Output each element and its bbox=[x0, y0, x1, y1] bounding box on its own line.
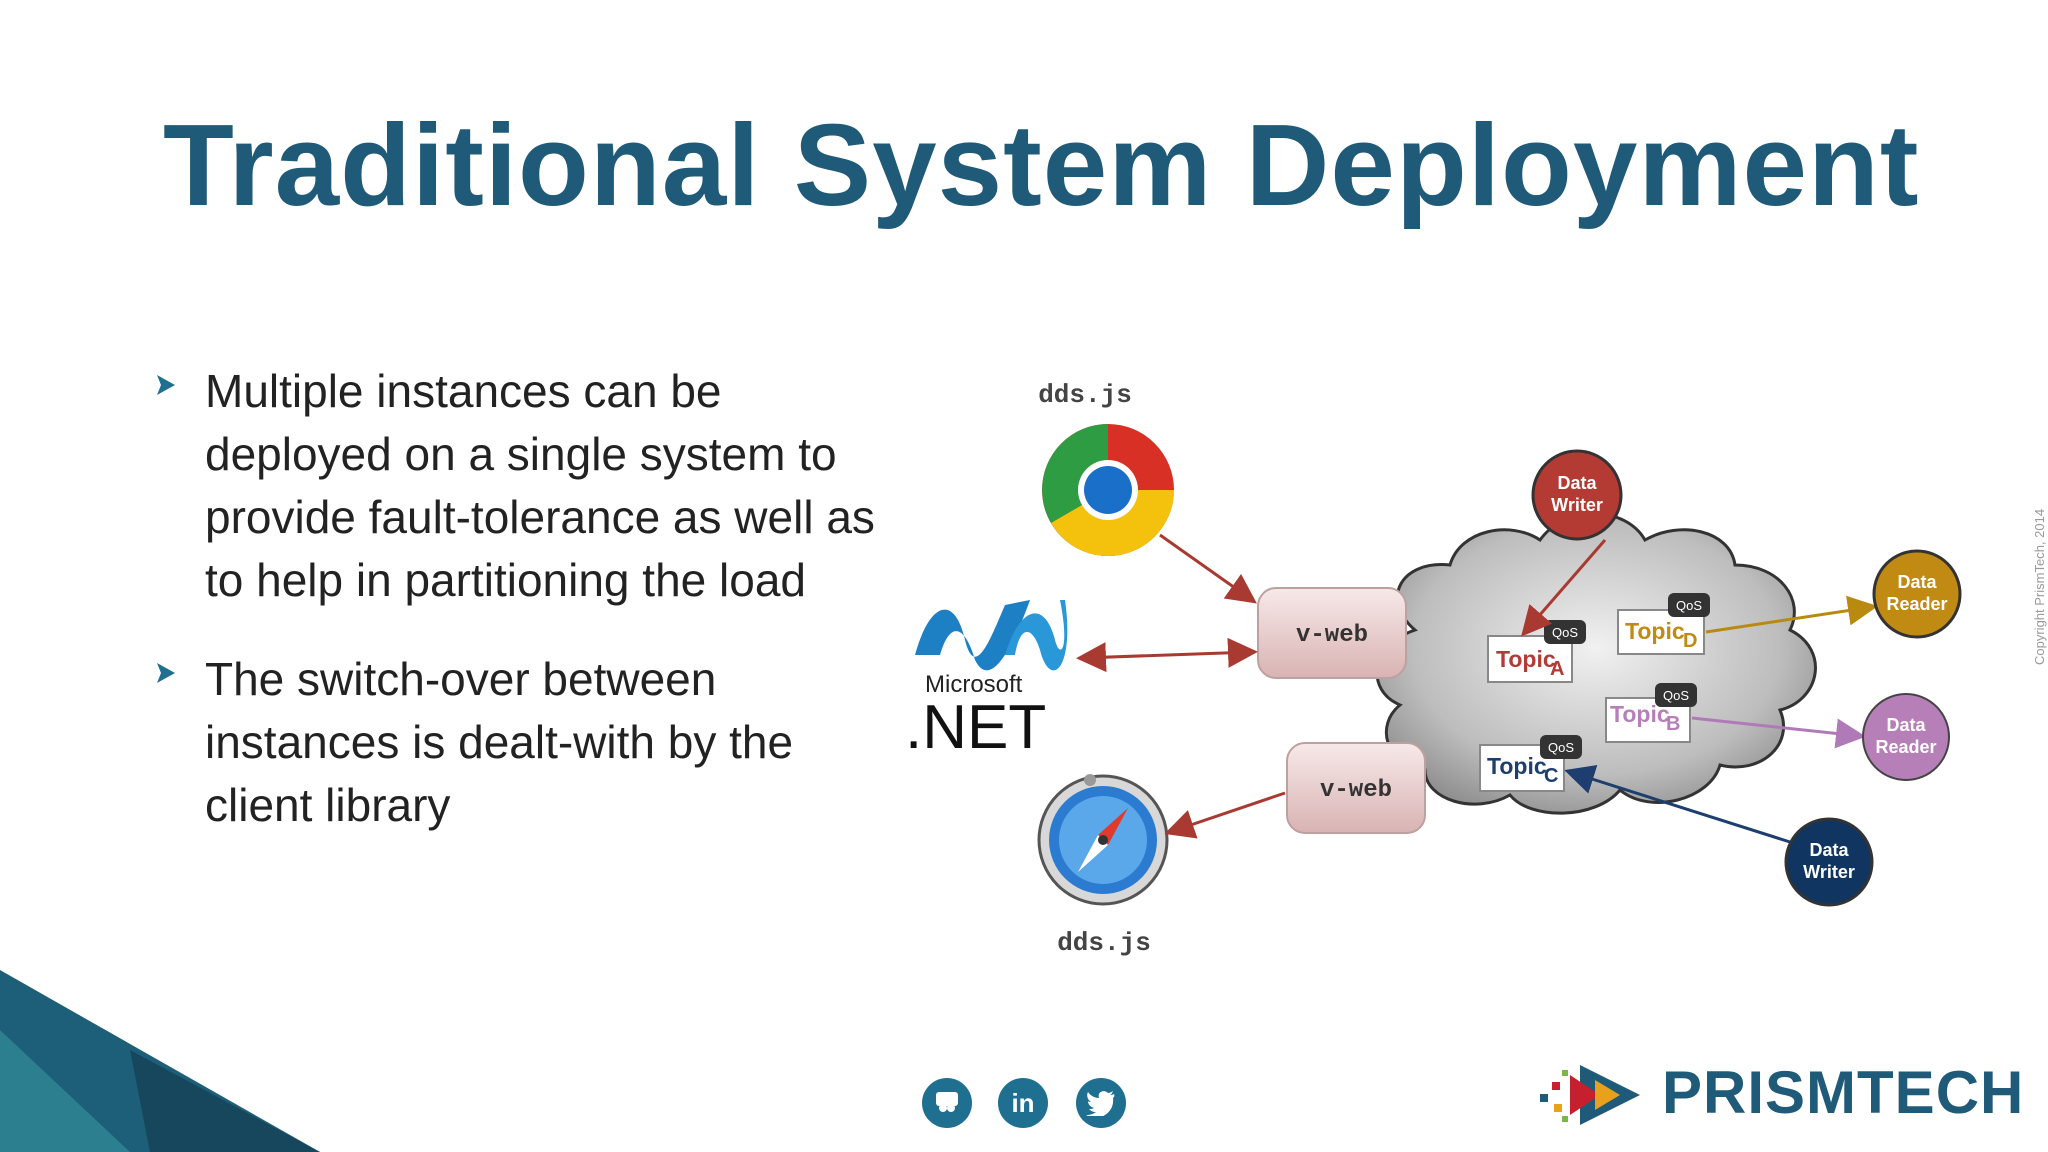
data-reader-mid: Data Reader bbox=[1862, 693, 1950, 781]
data-writer-top-line1: Data bbox=[1557, 473, 1597, 493]
data-writer-bottom-line1: Data bbox=[1809, 840, 1849, 860]
vweb-top-label: v-web bbox=[1296, 622, 1368, 649]
topic-b: Topic B QoS bbox=[1605, 683, 1697, 743]
dds-js-bottom-label: dds.js bbox=[1057, 928, 1151, 958]
data-reader-mid-line1: Data bbox=[1886, 715, 1926, 735]
data-reader-top-line2: Reader bbox=[1886, 594, 1947, 614]
data-reader-top-line1: Data bbox=[1897, 572, 1937, 592]
chevron-right-icon bbox=[157, 663, 175, 683]
topic-c-suffix: C bbox=[1544, 765, 1558, 787]
microsoft-label: Microsoft bbox=[925, 671, 1023, 698]
topic-d: Topic D QoS bbox=[1617, 593, 1710, 655]
topic-b-suffix: B bbox=[1666, 713, 1680, 735]
linkedin-icon[interactable]: in bbox=[998, 1078, 1048, 1128]
bullet-list: Multiple instances can be deployed on a … bbox=[155, 360, 875, 871]
topic-a-suffix: A bbox=[1550, 658, 1564, 680]
dds-js-top-label: dds.js bbox=[1038, 380, 1132, 410]
qos-badge: QoS bbox=[1676, 598, 1702, 613]
vweb-node-top: v-web bbox=[1257, 587, 1407, 679]
data-writer-top: Data Writer bbox=[1531, 449, 1623, 541]
data-reader-mid-line2: Reader bbox=[1875, 737, 1936, 757]
qos-badge: QoS bbox=[1552, 625, 1578, 640]
chrome-icon bbox=[1042, 424, 1174, 556]
arrow-topic-b-reader bbox=[1691, 716, 1866, 749]
arrow-vweb-safari bbox=[1164, 791, 1286, 839]
topic-c-label: Topic bbox=[1487, 753, 1547, 779]
vweb-bottom-label: v-web bbox=[1320, 777, 1392, 804]
slideshare-icon[interactable] bbox=[922, 1078, 972, 1128]
dotnet-logo: Microsoft .NET bbox=[905, 600, 1068, 762]
twitter-icon[interactable] bbox=[1076, 1078, 1126, 1128]
topic-a-label: Topic bbox=[1496, 646, 1556, 672]
data-writer-bottom: Data Writer bbox=[1784, 817, 1874, 907]
net-label: .NET bbox=[905, 693, 1046, 762]
copyright-notice: Copyright PrismTech, 2014 bbox=[2032, 508, 2047, 665]
topic-c: Topic C QoS bbox=[1479, 735, 1582, 792]
arrow-dotnet-vweb bbox=[1076, 637, 1258, 673]
twitter-glyph bbox=[1086, 1091, 1115, 1116]
data-writer-top-line2: Writer bbox=[1551, 495, 1603, 515]
topic-d-label: Topic bbox=[1625, 618, 1685, 644]
bullet-text: Multiple instances can be deployed on a … bbox=[205, 365, 875, 606]
dds-cloud bbox=[1375, 512, 1817, 815]
slideshare-glyph bbox=[936, 1092, 958, 1112]
bullet-item: Multiple instances can be deployed on a … bbox=[155, 360, 875, 612]
vweb-node-bottom: v-web bbox=[1286, 742, 1426, 834]
safari-icon bbox=[1037, 774, 1169, 906]
data-writer-bottom-line2: Writer bbox=[1803, 862, 1855, 882]
qos-badge: QoS bbox=[1663, 688, 1689, 703]
bullet-text: The switch-over between instances is dea… bbox=[205, 653, 794, 831]
page-title: Traditional System Deployment bbox=[163, 100, 1920, 230]
arrow-topic-d-reader bbox=[1705, 595, 1878, 634]
linkedin-glyph: in bbox=[1011, 1087, 1035, 1118]
prismtech-logo-mark bbox=[1540, 1065, 1640, 1125]
prismtech-brand: PRISMTECH bbox=[1662, 1059, 2025, 1126]
chevron-right-icon bbox=[157, 375, 175, 395]
topic-d-suffix: D bbox=[1683, 630, 1697, 652]
bullet-item: The switch-over between instances is dea… bbox=[155, 648, 875, 837]
corner-decoration bbox=[0, 970, 320, 1152]
qos-badge: QoS bbox=[1548, 740, 1574, 755]
arrow-writer-topic-a bbox=[1521, 539, 1607, 637]
arrow-writer-topic-c bbox=[1564, 764, 1791, 844]
arrow-chrome-vweb bbox=[1159, 533, 1257, 604]
data-reader-top: Data Reader bbox=[1872, 549, 1962, 639]
